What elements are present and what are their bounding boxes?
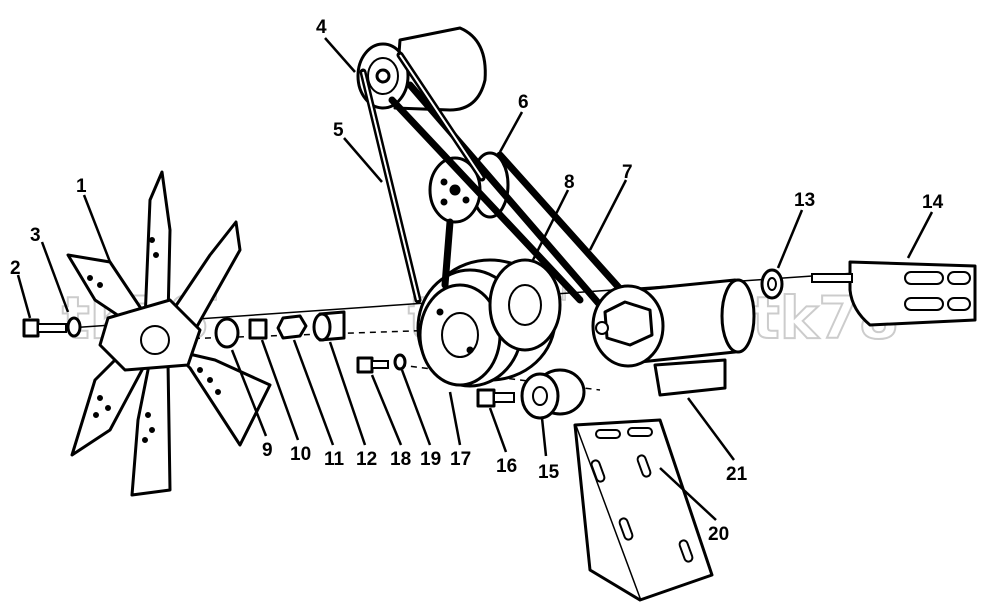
idler-pulley-hub: [449, 184, 461, 196]
small-washer: [393, 353, 407, 371]
fan-blade-assembly: [66, 170, 272, 497]
crank-pulley-hub: [441, 312, 479, 358]
callout-17: 17: [450, 449, 471, 470]
bracket-slot-3: [947, 271, 971, 285]
adapter-hub-bore: [532, 386, 548, 406]
bracket-slot-2: [904, 297, 944, 311]
castle-nut-small: [248, 318, 268, 340]
pump-mount-foot: [653, 358, 727, 397]
pump-hex-boss: [603, 300, 654, 347]
callout-1: 1: [76, 176, 87, 197]
pump-pivot-bolt: [595, 321, 609, 335]
spacer-ring: [214, 317, 240, 349]
fan-center-hole: [140, 325, 170, 355]
callout-10: 10: [290, 444, 311, 465]
bracket-slot-4: [947, 297, 971, 311]
mounting-bracket: [811, 260, 977, 327]
belt-idler-drop: [441, 218, 454, 289]
fan-bolt: [22, 318, 67, 338]
drive-pulley-hub: [508, 284, 542, 326]
callout-11: 11: [324, 449, 345, 470]
small-bolt: [356, 356, 389, 374]
small-bolt-head: [356, 356, 374, 374]
pump-end-cap: [720, 278, 756, 354]
belt-7-long-run: [388, 96, 584, 304]
callout-labels: 1 2 3 4 5 6 7 8 9 10 11 12 18 19 17 16 1…: [10, 17, 944, 545]
callout-14: 14: [922, 192, 944, 213]
pivot-spacer: [760, 268, 784, 300]
bracket-stud: [811, 273, 853, 283]
pivot-spacer-hole: [767, 277, 777, 291]
fan-rivet-holes: [87, 237, 221, 443]
callout-19: 19: [420, 449, 441, 470]
support-bracket: [573, 418, 714, 602]
fan-blade-top: [143, 170, 172, 322]
belt-7-outer-run: [496, 151, 634, 304]
callout-20: 20: [708, 524, 729, 545]
callout-13: 13: [794, 190, 815, 211]
belts: [359, 51, 634, 309]
adapter-hub: [520, 368, 586, 420]
adapter-bolt-shank: [493, 392, 515, 403]
callout-4: 4: [316, 17, 327, 38]
callout-2: 2: [10, 258, 21, 279]
callout-18: 18: [390, 449, 411, 470]
idler-pulley: [428, 151, 510, 224]
callout-9: 9: [262, 440, 273, 461]
drive-pulley: [488, 258, 562, 352]
hex-nut: [276, 314, 308, 340]
adapter-bolt: [476, 388, 515, 408]
alternator-pulley-nut: [375, 68, 391, 84]
belt-7-long-run-2: [406, 81, 604, 309]
callout-8: 8: [564, 172, 575, 193]
fan-bolt-shank: [37, 323, 67, 333]
small-bolt-shank: [371, 360, 389, 369]
support-bracket-flange: [573, 424, 641, 602]
bushing: [312, 310, 346, 342]
callout-12: 12: [356, 449, 377, 470]
fan-washer: [66, 316, 82, 338]
pump-unit: [591, 278, 756, 397]
leader-lines: [16, 37, 934, 521]
bushing-face: [312, 312, 332, 342]
callout-7: 7: [622, 162, 633, 183]
callout-5: 5: [333, 120, 344, 141]
callout-21: 21: [726, 464, 748, 485]
callout-15: 15: [538, 462, 560, 483]
bracket-slot-1: [904, 271, 944, 285]
callout-3: 3: [30, 225, 41, 246]
callout-16: 16: [496, 456, 517, 477]
callout-6: 6: [518, 92, 529, 113]
adapter-bolt-head: [476, 388, 496, 408]
fan-bolt-head: [22, 318, 40, 338]
